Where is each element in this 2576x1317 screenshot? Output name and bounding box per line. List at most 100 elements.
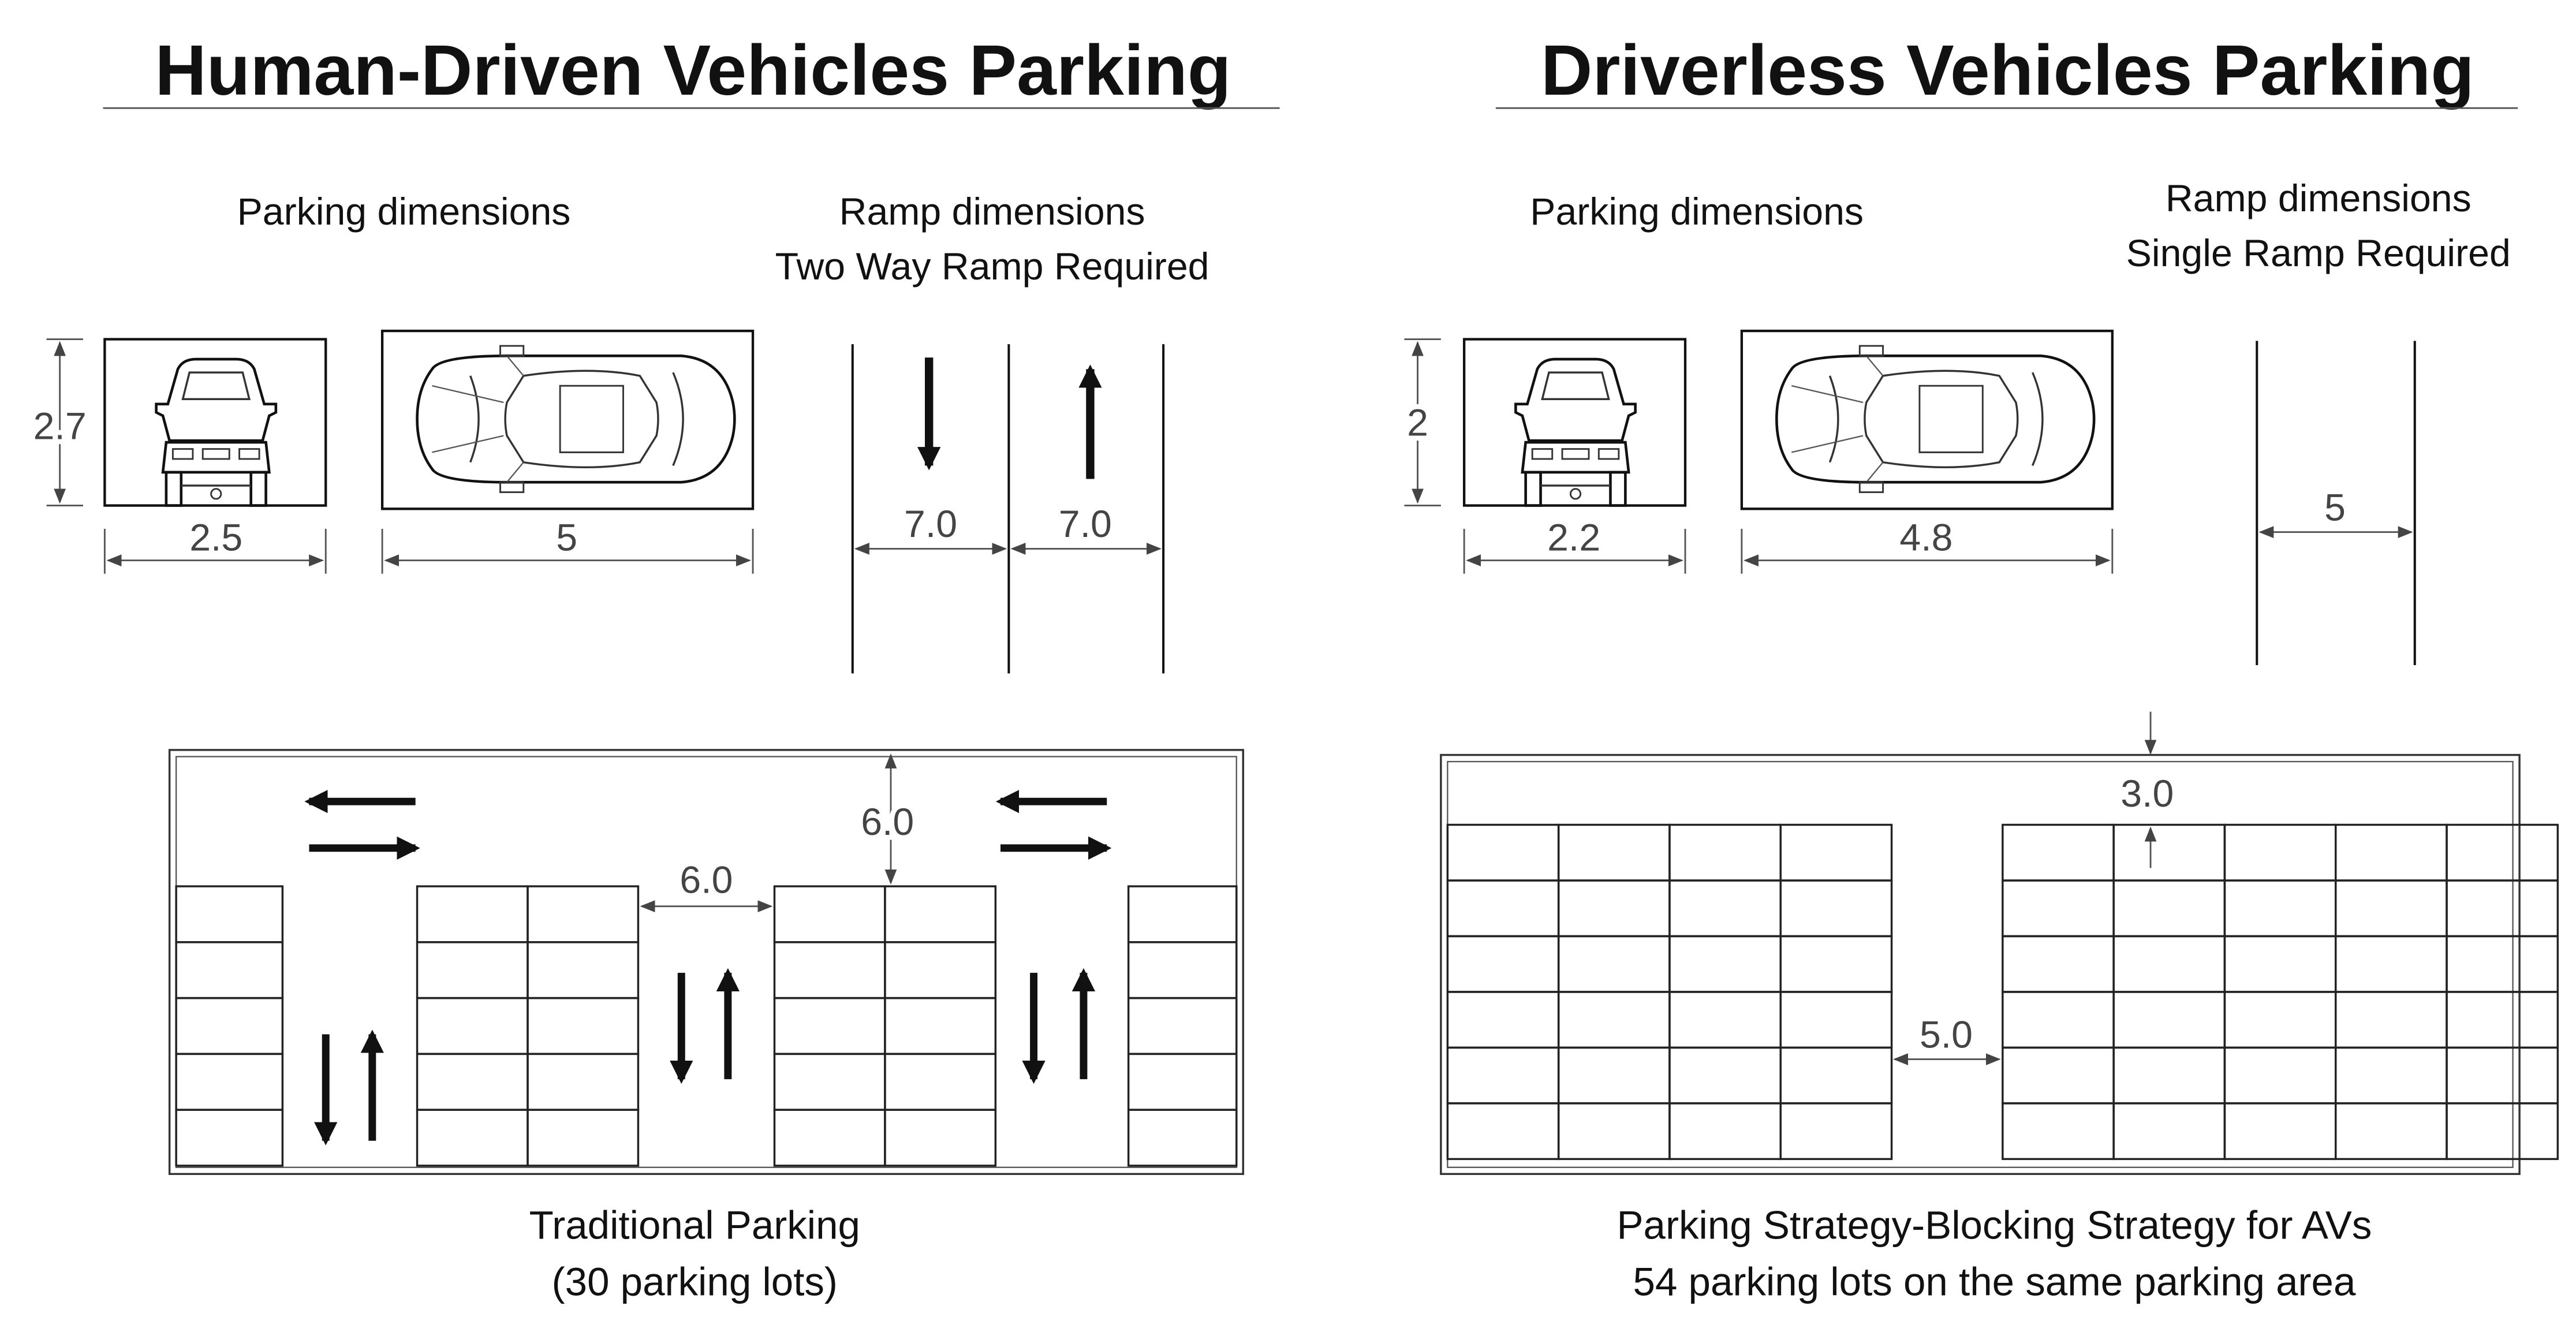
parking-stall xyxy=(1446,1046,1560,1105)
right-caption-count: 54 parking lots on the same parking area xyxy=(1633,1259,2356,1304)
left-car-rear-box xyxy=(103,338,327,507)
parking-stall xyxy=(1127,997,1238,1055)
right-ramp-label: Ramp dimensions xyxy=(2166,177,2472,220)
left-car-top-box xyxy=(380,329,755,510)
parking-stall xyxy=(2446,823,2559,882)
parking-stall xyxy=(884,1109,997,1167)
parking-stall xyxy=(1127,1053,1238,1111)
parking-stall xyxy=(2335,823,2448,882)
parking-stall xyxy=(175,885,284,943)
parking-stall xyxy=(884,997,997,1055)
right-single-ramp xyxy=(2256,341,2416,666)
right-ramp-sublabel: Single Ramp Required xyxy=(2126,232,2511,275)
parking-stall xyxy=(1557,935,1671,993)
right-block-gap: 5.0 xyxy=(1920,1013,1973,1056)
parking-stall xyxy=(2223,991,2337,1049)
parking-stall xyxy=(2446,879,2559,938)
parking-stall xyxy=(416,1109,529,1167)
parking-stall xyxy=(1779,935,1893,993)
parking-stall xyxy=(2002,879,2115,938)
parking-stall xyxy=(1668,935,1782,993)
parking-stall xyxy=(2002,1102,2115,1161)
right-car-length: 4.8 xyxy=(1899,516,1952,559)
parking-stall xyxy=(2446,1102,2559,1161)
parking-stall xyxy=(1779,991,1893,1049)
parking-stall xyxy=(2112,823,2226,882)
parking-stall xyxy=(2335,935,2448,993)
parking-stall xyxy=(527,1109,640,1167)
traditional-parking-stalls xyxy=(175,885,1238,1167)
right-car-height: 2 xyxy=(1407,402,1428,445)
parking-stall xyxy=(527,1053,640,1111)
driverless-section: Driverless Vehicles Parking Parking dime… xyxy=(1402,31,2559,1304)
parking-stall xyxy=(1127,885,1238,943)
parking-stall xyxy=(773,997,886,1055)
parking-stall xyxy=(884,941,997,999)
right-top-gap: 3.0 xyxy=(2120,773,2174,815)
left-aisle-horizontal: 6.0 xyxy=(680,859,733,902)
right-car-rear-box xyxy=(1462,338,1687,507)
parking-stall xyxy=(1557,823,1671,882)
left-title: Human-Driven Vehicles Parking xyxy=(155,31,1231,110)
aisle-dimensions xyxy=(640,753,897,912)
blocking-parking-stalls xyxy=(1446,823,2559,1161)
left-ramp-label: Ramp dimensions xyxy=(839,191,1145,233)
parking-stall xyxy=(1668,823,1782,882)
parking-stall xyxy=(2112,935,2226,993)
parking-stall xyxy=(1668,991,1782,1049)
parking-stall xyxy=(2002,935,2115,993)
left-car-width: 2.5 xyxy=(189,516,242,559)
parking-stall xyxy=(1127,1109,1238,1167)
parking-stall xyxy=(1668,1046,1782,1105)
parking-stall xyxy=(1668,879,1782,938)
parking-stall xyxy=(773,1109,886,1167)
parking-stall xyxy=(884,885,997,943)
parking-stall xyxy=(2223,935,2337,993)
parking-stall xyxy=(773,1053,886,1111)
left-ramp-sublabel: Two Way Ramp Required xyxy=(775,245,1209,288)
parking-stall xyxy=(416,1053,529,1111)
left-height-dimension xyxy=(46,338,83,506)
parking-stall xyxy=(2223,879,2337,938)
right-car-top-icon xyxy=(1776,346,2094,492)
parking-stall xyxy=(1557,1102,1671,1161)
parking-stall xyxy=(2112,1046,2226,1105)
blocking-parking-lot xyxy=(1440,753,2521,1176)
right-car-top-box xyxy=(1740,329,2114,510)
parking-stall xyxy=(416,885,529,943)
parking-stall xyxy=(2335,1046,2448,1105)
parking-stall xyxy=(175,1053,284,1111)
parking-stall xyxy=(2446,991,2559,1049)
parking-stall xyxy=(1127,941,1238,999)
parking-stall xyxy=(773,941,886,999)
parking-stall xyxy=(773,885,886,943)
left-car-rear-icon xyxy=(156,359,276,505)
right-car-width: 2.2 xyxy=(1547,516,1600,559)
parking-stall xyxy=(1557,991,1671,1049)
left-ramp-lane-b: 7.0 xyxy=(1059,503,1112,546)
left-ramp-lane-a: 7.0 xyxy=(904,503,957,546)
right-parking-label: Parking dimensions xyxy=(1530,191,1864,233)
right-height-dimension xyxy=(1404,338,1441,506)
parking-stall xyxy=(1557,1046,1671,1105)
right-ramp-width: 5 xyxy=(2324,486,2346,529)
traffic-arrows xyxy=(304,790,1112,1146)
parking-stall xyxy=(1446,1102,1560,1161)
parking-stall xyxy=(2112,1102,2226,1161)
parking-stall xyxy=(1668,1102,1782,1161)
parking-stall xyxy=(2446,935,2559,993)
left-aisle-vertical: 6.0 xyxy=(861,801,914,844)
left-caption: Traditional Parking xyxy=(529,1203,860,1248)
parking-stall xyxy=(2223,823,2337,882)
parking-stall xyxy=(2335,1102,2448,1161)
parking-stall xyxy=(1779,1102,1893,1161)
parking-stall xyxy=(2335,879,2448,938)
right-length-dimension xyxy=(1741,528,2114,574)
parking-stall xyxy=(2223,1046,2337,1105)
parking-stall xyxy=(1557,879,1671,938)
left-length-dimension xyxy=(381,528,754,574)
left-caption-count: (30 parking lots) xyxy=(552,1259,838,1304)
right-gap-dimensions xyxy=(1893,711,2157,1065)
left-car-top-icon xyxy=(417,346,735,492)
